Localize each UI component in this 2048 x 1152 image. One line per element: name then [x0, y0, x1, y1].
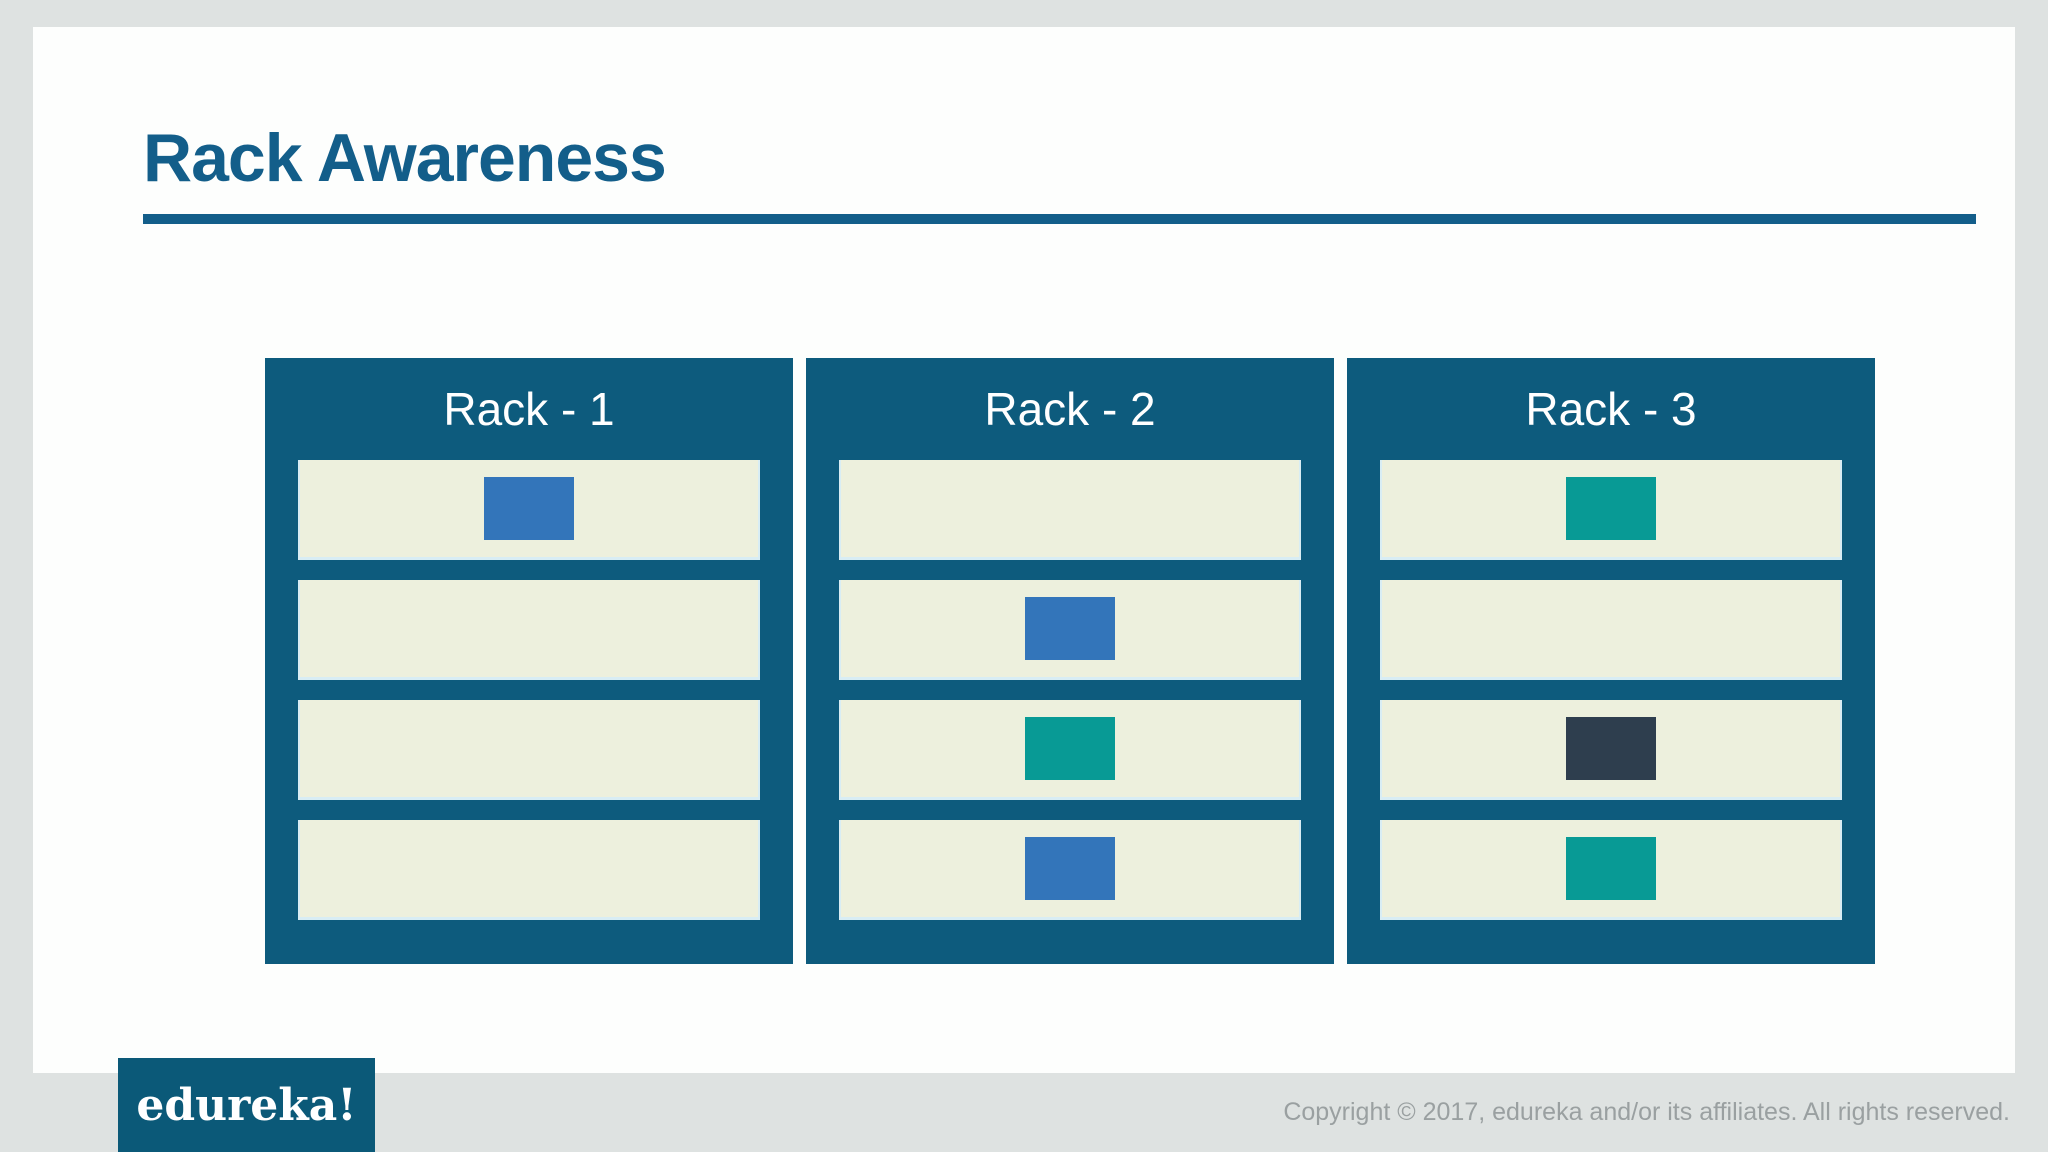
rack-3-label: Rack - 3 [1525, 383, 1697, 435]
rack-2-slot-2 [839, 580, 1301, 680]
data-block-blue [484, 477, 574, 540]
rack-1-slot-2 [298, 580, 760, 680]
data-block-navy [1566, 717, 1656, 780]
edureka-logo-text: edureka! [136, 1079, 357, 1131]
rack-3-slot-2 [1380, 580, 1842, 680]
data-block-teal [1025, 717, 1115, 780]
rack-2-slot-3 [839, 700, 1301, 800]
rack-3-body [1347, 460, 1875, 920]
rack-3: Rack - 3 [1347, 358, 1875, 964]
data-block-blue [1025, 597, 1115, 660]
rack-1-label: Rack - 1 [443, 383, 615, 435]
rack-3-slot-3 [1380, 700, 1842, 800]
data-block-teal [1566, 477, 1656, 540]
page-title: Rack Awareness [143, 120, 667, 196]
rack-1-slot-4 [298, 820, 760, 920]
slide-card: Rack Awareness Rack - 1 Rack - 2 Rack - 3 [33, 27, 2015, 1073]
rack-2-slot-1 [839, 460, 1301, 560]
racks-diagram: Rack - 1 Rack - 2 Rack - 3 [265, 358, 1875, 964]
rack-3-slot-4 [1380, 820, 1842, 920]
copyright-text: Copyright © 2017, edureka and/or its aff… [1283, 1098, 2010, 1126]
rack-1-slot-3 [298, 700, 760, 800]
rack-3-slot-1 [1380, 460, 1842, 560]
data-block-teal [1566, 837, 1656, 900]
rack-1-slot-1 [298, 460, 760, 560]
data-block-blue [1025, 837, 1115, 900]
rack-2-slot-4 [839, 820, 1301, 920]
rack-2-label: Rack - 2 [984, 383, 1156, 435]
edureka-logo: edureka! [118, 1058, 375, 1152]
rack-1-body [265, 460, 793, 920]
rack-1: Rack - 1 [265, 358, 793, 964]
title-underline [143, 214, 1976, 224]
rack-2: Rack - 2 [806, 358, 1334, 964]
rack-2-body [806, 460, 1334, 920]
